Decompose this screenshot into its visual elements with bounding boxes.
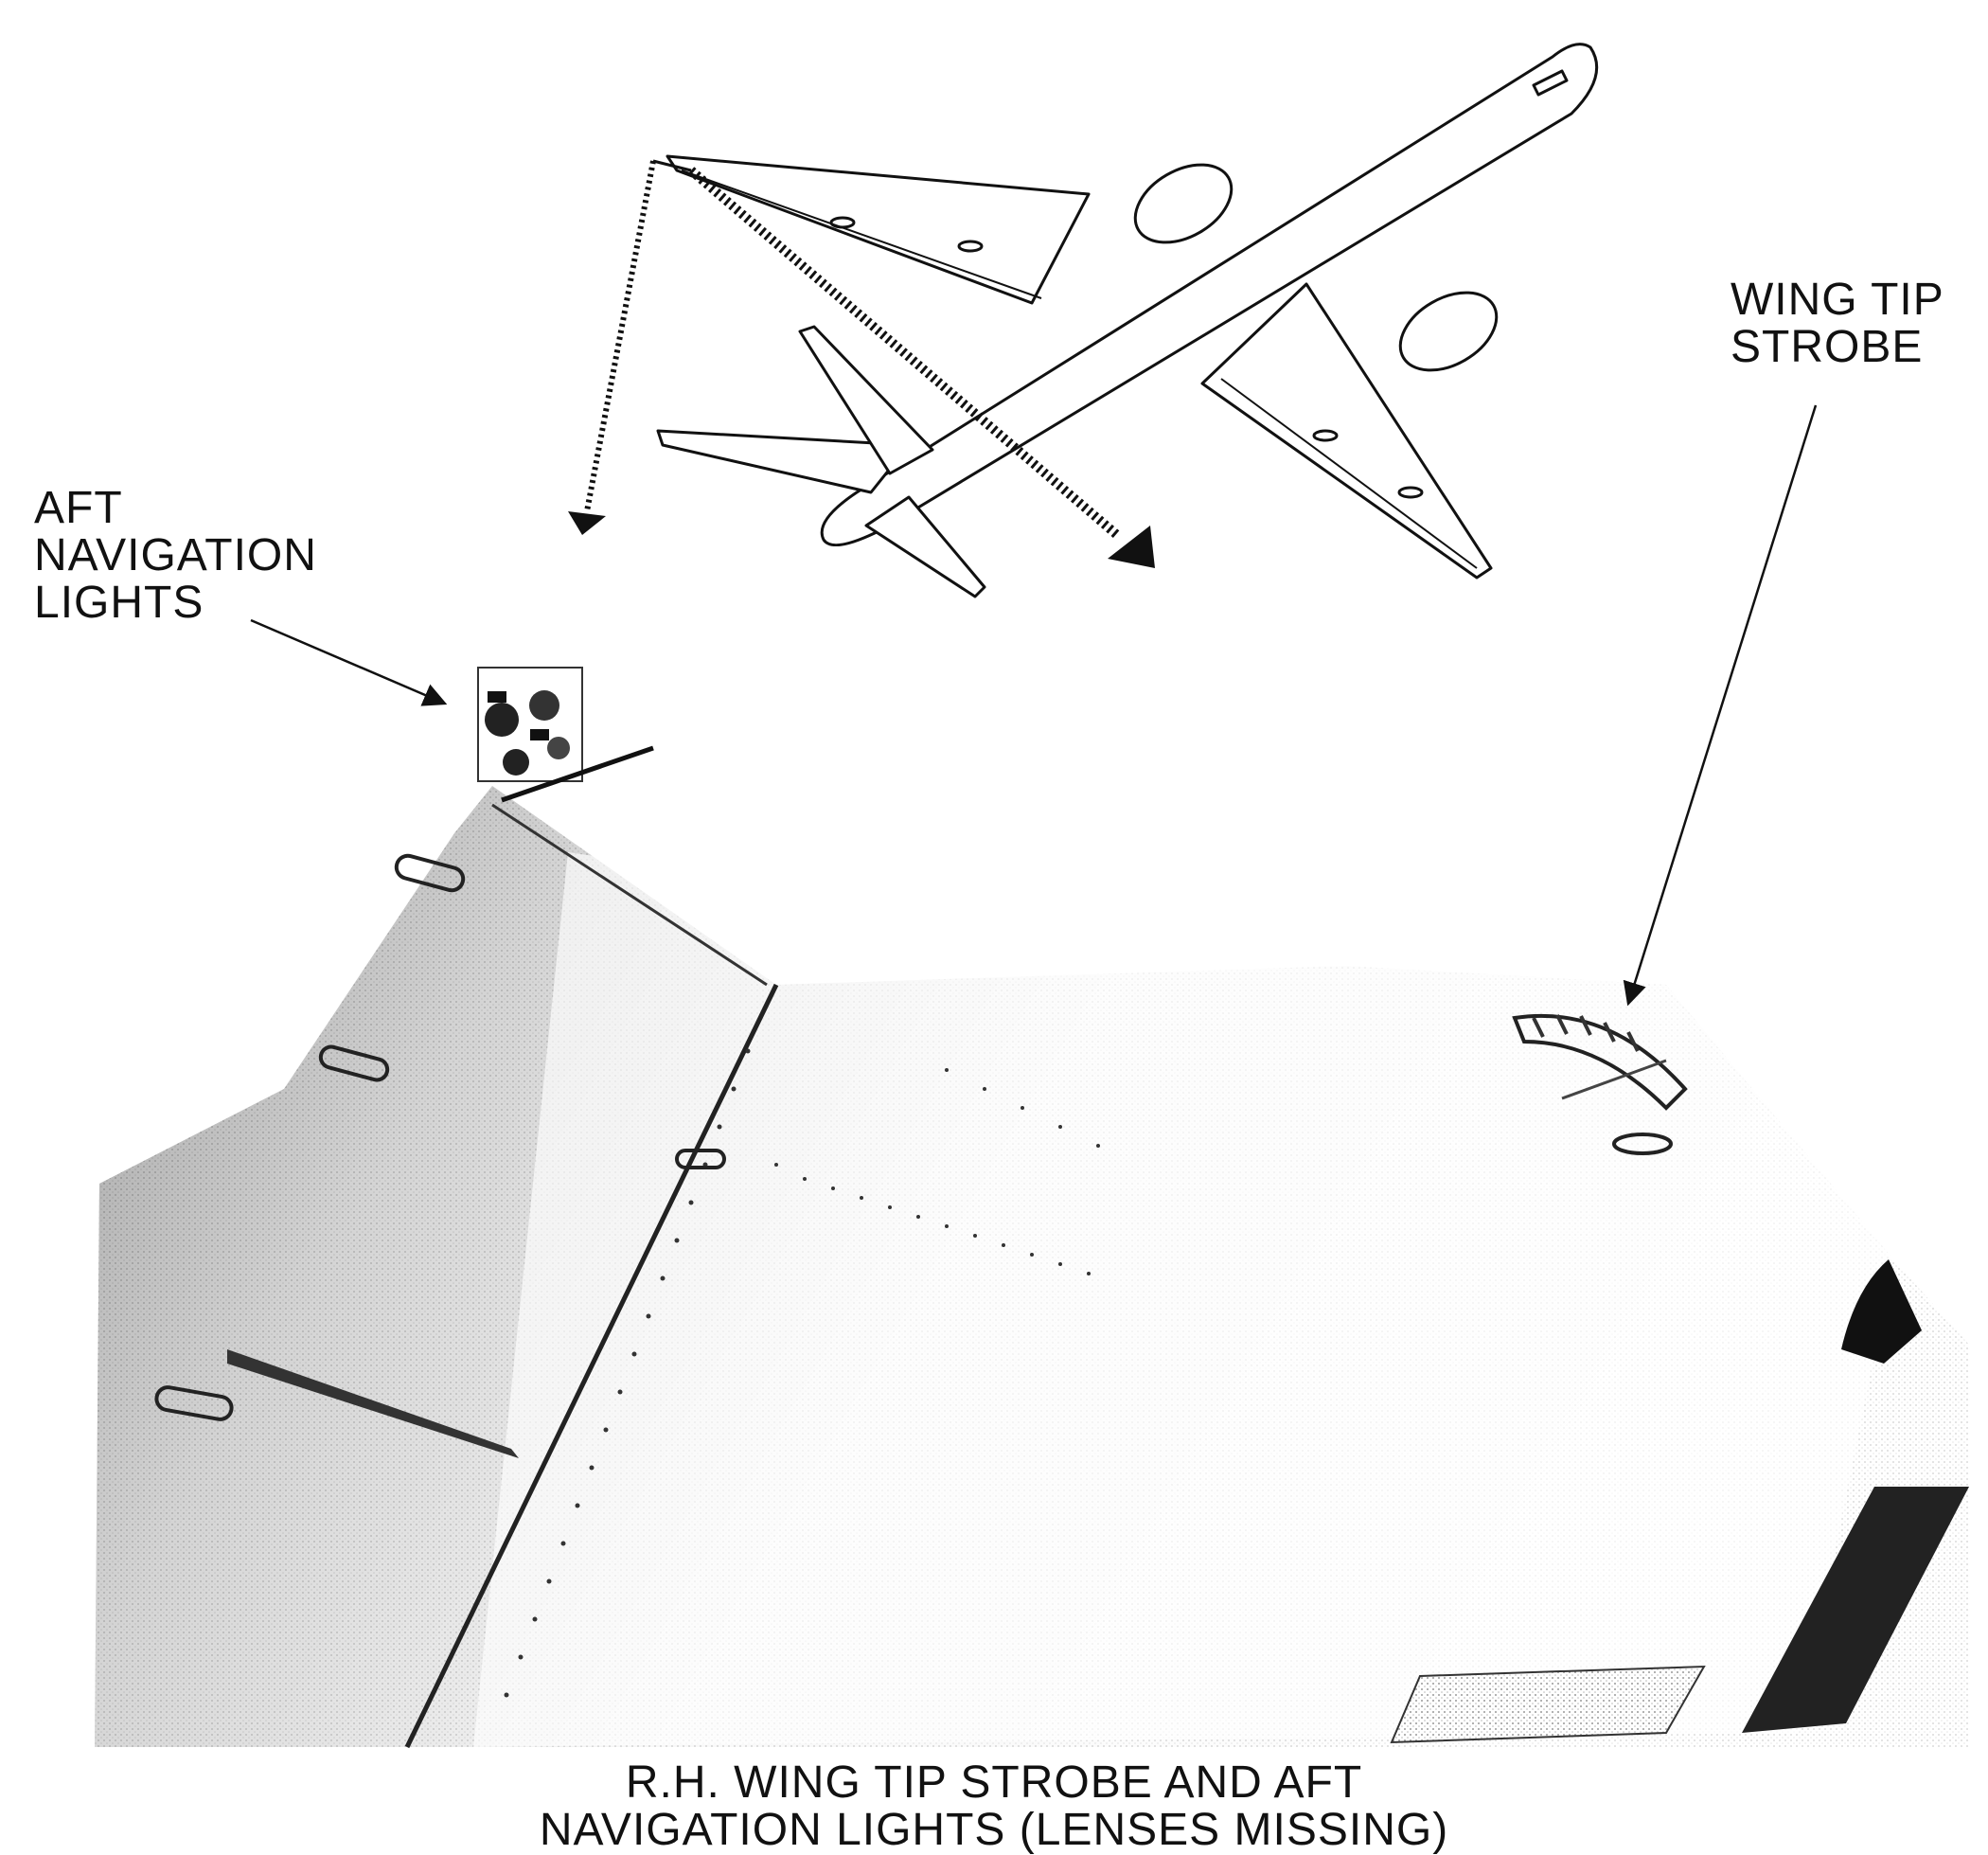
figure-caption: R.H. WING TIP STROBE AND AFT NAVIGATION … <box>0 1759 1988 1854</box>
right-stabilizer <box>866 497 985 597</box>
flap-fairing-1 <box>831 218 854 227</box>
wing-photo <box>95 668 1969 1747</box>
caption-line-2: NAVIGATION LIGHTS (LENSES MISSING) <box>0 1807 1988 1854</box>
strobe-label-line-2: STROBE <box>1731 324 1944 371</box>
wing-tip-strobe-label: WING TIP STROBE <box>1731 276 1944 371</box>
flap-edge <box>1392 1667 1704 1742</box>
airplane-line-drawing <box>658 45 1597 597</box>
aft-label-line-3: LIGHTS <box>34 580 317 627</box>
dashed-arrow-left-head <box>568 511 606 535</box>
left-engine <box>1122 149 1245 259</box>
aft-nav-light-assembly <box>478 668 653 800</box>
aft-nav-leader <box>251 620 445 704</box>
left-wing <box>667 156 1089 303</box>
wing-strobe-leader <box>1628 405 1816 1004</box>
caption-line-1: R.H. WING TIP STROBE AND AFT <box>0 1759 1988 1807</box>
aft-navigation-lights-label: AFT NAVIGATION LIGHTS <box>34 485 317 627</box>
aft-label-line-1: AFT <box>34 485 317 532</box>
aft-label-line-2: NAVIGATION <box>34 532 317 580</box>
flap-fairing-4 <box>1399 488 1422 497</box>
dashed-arrow-left-line <box>587 161 653 511</box>
wing-highlight <box>473 852 1893 1747</box>
strobe-label-line-1: WING TIP <box>1731 276 1944 324</box>
flap-fairing-3 <box>1314 431 1337 440</box>
flap-fairing-2 <box>959 241 982 251</box>
right-engine <box>1387 276 1510 386</box>
